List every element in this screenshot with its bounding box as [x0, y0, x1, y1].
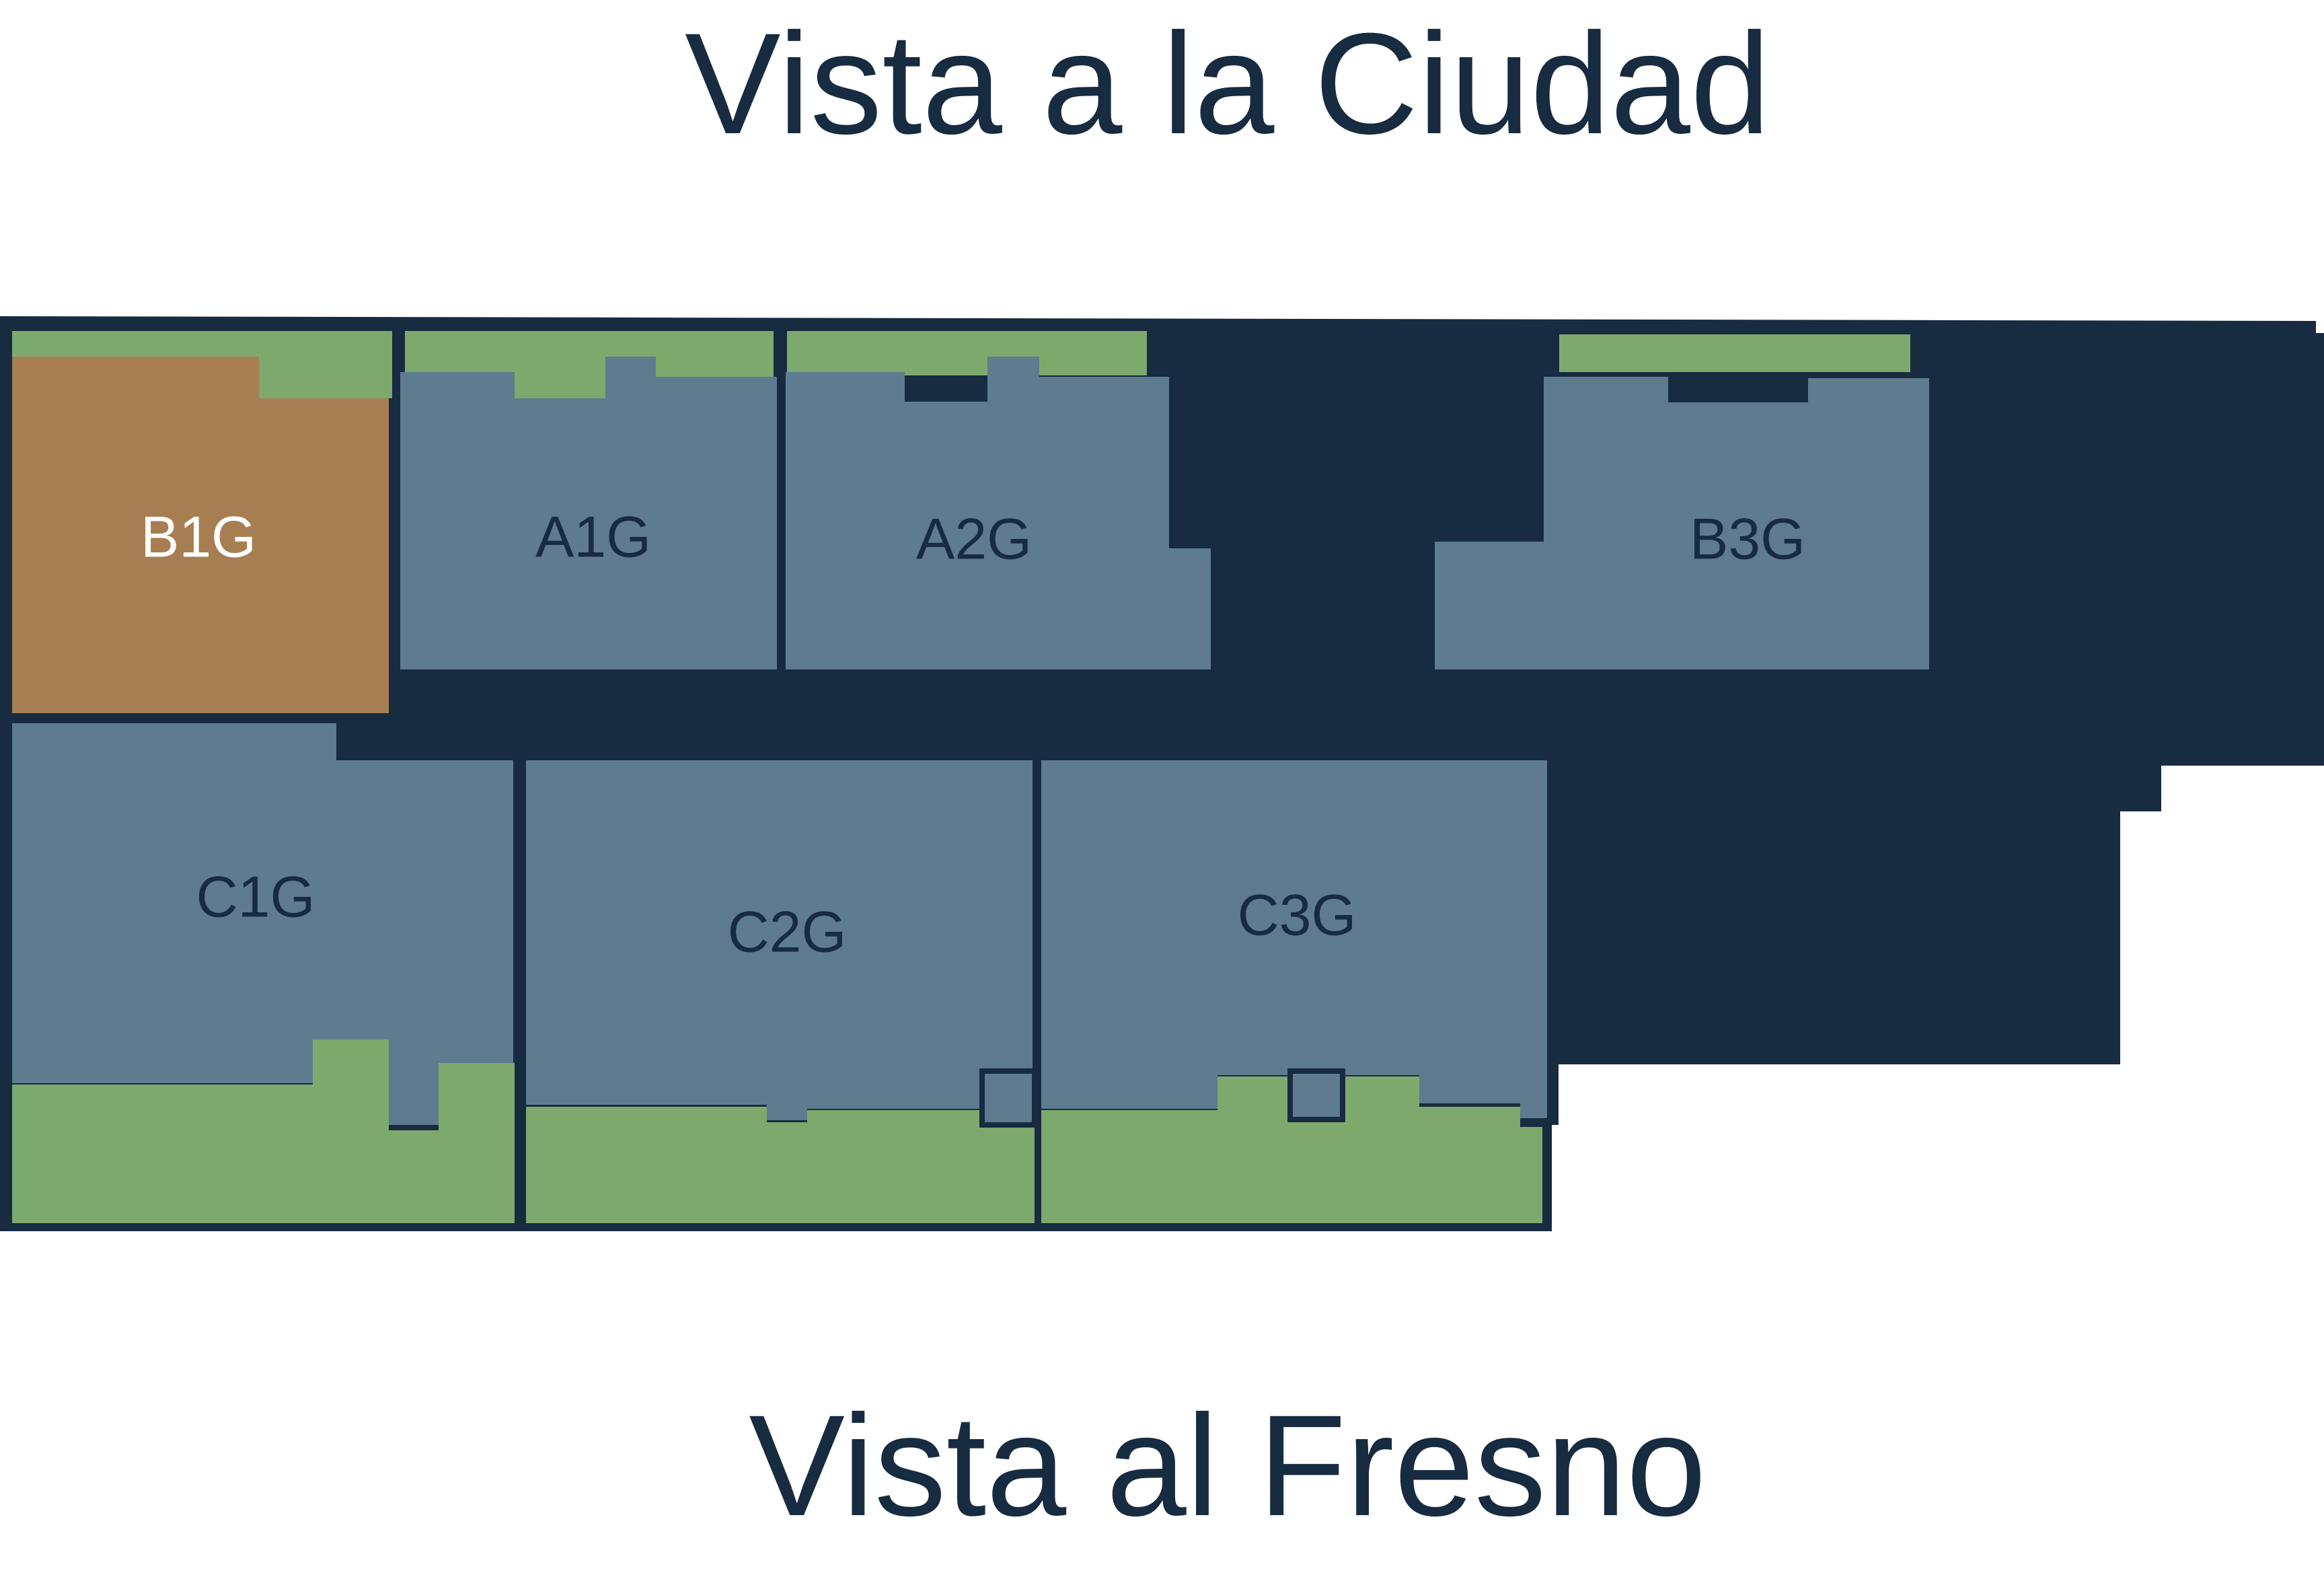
unit-label-a2g: A2G: [916, 507, 1032, 572]
unit-label-b3g: B3G: [1690, 507, 1805, 572]
unit-label-c3g: C3G: [1238, 883, 1357, 948]
c2g-terrace-pillar: [979, 1068, 1037, 1128]
terrace-c1g: [12, 1039, 515, 1223]
terrace-c3g: [1041, 1076, 1542, 1223]
city-view-title: Vista a la Ciudad: [685, 3, 1770, 164]
unit-c1g[interactable]: [12, 723, 513, 1125]
terrace-b3g: [1559, 334, 1910, 372]
unit-label-c2g: C2G: [728, 900, 847, 965]
unit-b1g[interactable]: [12, 357, 389, 713]
fresno-view-title: Vista al Fresno: [749, 1385, 1707, 1546]
units: [12, 357, 1929, 1128]
wall-notch: [2306, 333, 2324, 766]
unit-b3g[interactable]: [1435, 377, 1929, 669]
unit-labels: B1G A1G A2G B3G C1G C2G C3G: [141, 505, 1805, 965]
unit-label-c1g: C1G: [196, 865, 315, 930]
unit-label-a1g: A1G: [535, 505, 651, 570]
terrace-c2g: [526, 1075, 1035, 1223]
unit-a2g[interactable]: [786, 357, 1211, 669]
c3g-terrace-pillar: [1287, 1068, 1345, 1122]
unit-c2g[interactable]: [526, 760, 1033, 1120]
terrace-a2g: [787, 331, 1147, 375]
unit-a1g[interactable]: [400, 357, 777, 669]
unit-label-b1g: B1G: [141, 505, 256, 570]
unit-c3g[interactable]: [1041, 760, 1547, 1118]
